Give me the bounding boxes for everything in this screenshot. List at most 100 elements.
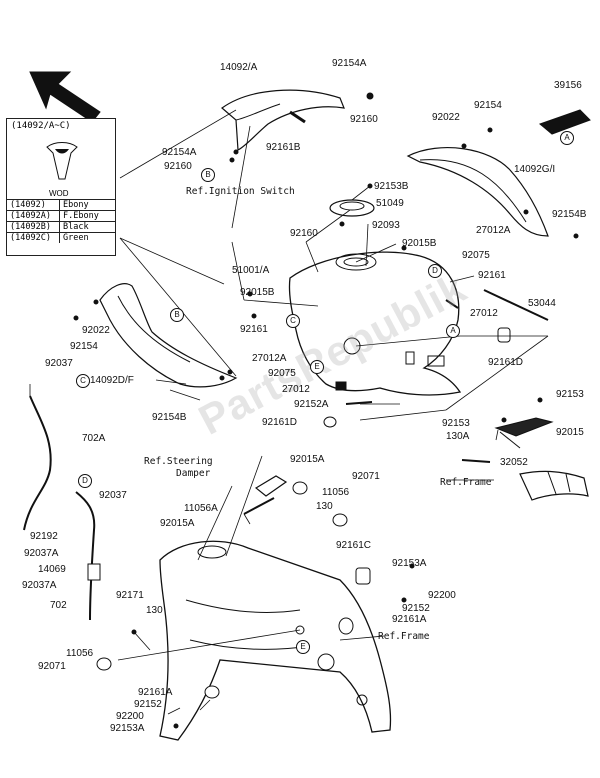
part-label: 130 [316,501,333,512]
part-label: 92015 [556,427,584,438]
cover-14092A [221,89,345,151]
ref-steering-damper: Damper [176,468,211,479]
cover-14092DF [99,283,238,388]
hose-702A [23,395,52,531]
part-label: 92154 [474,100,502,111]
part-label: 92153 [442,418,470,429]
callout-D: D [428,264,442,278]
part-label: 27012 [470,308,498,319]
part-label: 92153 [556,389,584,400]
color-legend: (14092/A~C) WOD (14092)Ebony (14092A)F.E… [6,118,116,256]
label-39156 [539,109,591,135]
part-label: 92022 [82,325,110,336]
part-label: 702A [82,433,106,444]
part-label: 92154A [332,58,367,69]
part-label: 11056A [184,503,218,514]
part-label: 53044 [528,298,556,309]
part-label: 92200 [116,711,144,722]
part-label: 92200 [428,590,456,601]
part-label: 92161 [240,324,268,335]
part-label: 92161 [478,270,506,281]
direction-arrow-icon [29,71,101,123]
part-label: 130A [446,431,470,442]
part-label: 92075 [268,368,296,379]
part-label: 92161B [266,142,301,153]
part-label: 92037 [99,490,127,501]
part-label: 14092/A [220,62,258,73]
part-label: 130 [146,605,163,616]
part-label: 92015A [290,454,325,465]
part-label: 92037A [24,548,59,559]
callout-B: B [170,308,184,322]
part-label: 92071 [38,661,66,672]
part-label: 92154A [162,147,197,158]
part-label: 92152 [134,699,162,710]
ref-ignition-switch: Ref.Ignition Switch [186,186,295,197]
callout-B: B [201,168,215,182]
part-label: 92037A [22,580,57,591]
part-label: 92161D [262,417,298,428]
part-label: 27012 [282,384,310,395]
part-label: 92154 [70,341,98,352]
legend-wod: WOD [49,189,69,198]
part-label: 92153A [110,723,145,734]
ref-frame: Ref.Frame [378,631,430,642]
main-frame [159,540,392,741]
part-label: 92154B [152,412,187,423]
part-label: 92192 [30,531,58,542]
legend-row: (14092)Ebony [7,199,115,211]
legend-row: (14092B)Black [7,221,115,233]
callout-E: E [310,360,324,374]
part-label: 92071 [352,471,380,482]
part-label: 51001/A [232,265,270,276]
part-label: 92015A [160,518,195,529]
part-label: 92075 [462,250,490,261]
fuel-tank-51001A [288,251,462,396]
legend-table: (14092)Ebony (14092A)F.Ebony (14092B)Bla… [7,199,115,243]
part-label: 92161C [336,540,372,551]
part-label: 51049 [376,198,404,209]
part-label: 92161D [488,357,524,368]
part-label: 702 [50,600,67,611]
callout-C: C [286,314,300,328]
part-label: 27012A [252,353,287,364]
part-label: 92037 [45,358,73,369]
legend-row: (14092A)F.Ebony [7,210,115,222]
legend-title: (14092/A~C) [11,121,71,131]
callout-A: A [560,131,574,145]
part-label: 11056 [322,487,350,498]
part-label: 92160 [290,228,318,239]
legend-row: (14092C)Green [7,232,115,243]
rod-53044 [483,289,549,321]
callout-A: A [446,324,460,338]
part-label: 92022 [432,112,460,123]
part-label: 92161A [138,687,173,698]
ref-frame: Ref.Frame [440,477,492,488]
part-label: 92154B [552,209,587,220]
part-label: 92015B [402,238,437,249]
frame-right [519,470,589,501]
part-label: 92160 [350,114,378,125]
ref-steering-damper: Ref.Steering [144,456,213,467]
callout-C: C [76,374,90,388]
cover-icon [46,142,78,180]
part-label: 32052 [500,457,528,468]
part-label: 14092D/F [90,375,134,386]
part-label: 92160 [164,161,192,172]
part-label: 92152A [294,399,329,410]
part-label: 14092G/I [514,164,556,175]
part-label: 92152 [402,603,430,614]
bracket-11056A [254,475,288,497]
callout-E: E [296,640,310,654]
part-label: 92153B [374,181,409,192]
part-label: 92015B [240,287,275,298]
part-label: 39156 [554,80,582,91]
bracket-32052 [494,417,554,437]
part-label: 92153A [392,558,427,569]
part-label: 92171 [116,590,144,601]
part-label: 11056 [66,648,94,659]
part-label: 27012A [476,225,511,236]
part-label: 92093 [372,220,400,231]
cover-14092GI [406,146,549,237]
